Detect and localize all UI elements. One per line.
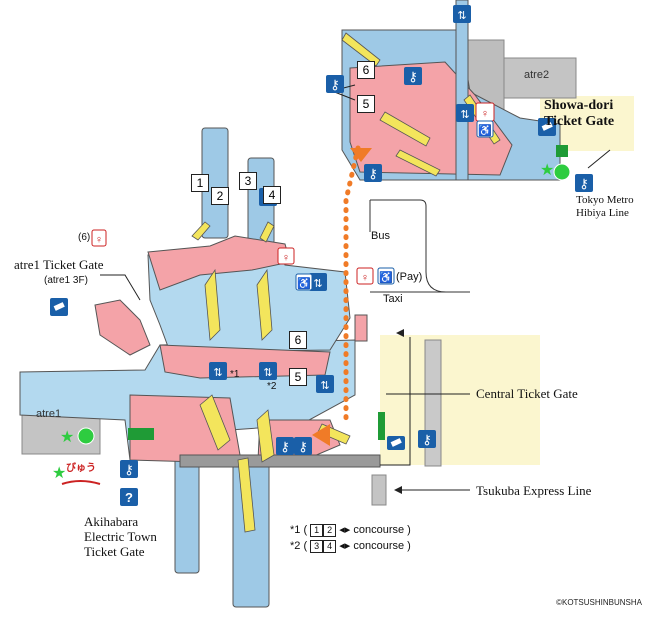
view-logo-underline (61, 480, 101, 485)
svg-text:⇅: ⇅ (313, 278, 322, 290)
platform-lower-left (174, 454, 200, 574)
tokyo-metro-label: Tokyo Metro Hibiya Line (576, 194, 634, 219)
atre2-building (499, 57, 577, 99)
star-icon: ★ ★ ★ (52, 162, 554, 482)
svg-text:⚷: ⚷ (298, 439, 308, 454)
svg-text:♿: ♿ (478, 124, 492, 137)
atre1-pointer (100, 274, 141, 301)
note-marker-2: *2 (267, 381, 277, 392)
platform-number-4: 4 (263, 186, 281, 204)
taxi-label: Taxi (383, 293, 403, 305)
tsukuba-stair (371, 474, 387, 506)
svg-text:⚷: ⚷ (330, 77, 340, 92)
atre1-gate-zone (94, 299, 151, 356)
central-gate-label: Central Ticket Gate (476, 386, 578, 401)
svg-text:⇅: ⇅ (320, 380, 329, 392)
path-arrow-upper (350, 148, 372, 162)
svg-text:⇅: ⇅ (213, 367, 222, 379)
atre1-label: atre1 (36, 408, 62, 420)
platform-number-1: 1 (191, 174, 209, 192)
svg-text:⚷: ⚷ (280, 439, 290, 454)
svg-text:⇅: ⇅ (460, 109, 469, 121)
platform-number-5-main: 5 (289, 368, 307, 386)
pay-label: (Pay) (396, 271, 423, 283)
green-gate-lower (128, 428, 154, 440)
svg-text:⚷: ⚷ (422, 432, 432, 447)
walking-path (343, 145, 361, 421)
green-gate-central (378, 412, 385, 440)
svg-text:⚷: ⚷ (408, 69, 418, 84)
accessible-icon: ♿ ♿ ♿ (295, 120, 494, 291)
electric-town-gate-label: Akihabara Electric Town Ticket Gate (84, 514, 157, 559)
tsukuba-express-label: Tsukuba Express Line (476, 483, 592, 498)
upper-corridor (455, 0, 469, 181)
footnote-2-box-4: 4 (323, 540, 337, 553)
svg-text:♀: ♀ (282, 252, 290, 264)
green-gate-upper (556, 145, 568, 157)
taxi-gate (354, 314, 368, 342)
copyright: ©KOTSUSHINBUNSHA (556, 598, 642, 607)
footnote-2-box-3: 3 (310, 540, 324, 553)
svg-text:♀: ♀ (481, 108, 489, 120)
ticket-pointer (380, 337, 411, 466)
lower-track-band (179, 454, 381, 468)
toilet-icon: ♀ ♀ ♀ ♀ (91, 102, 495, 285)
platform-number-3: 3 (239, 172, 257, 190)
svg-text:♀: ♀ (361, 272, 369, 284)
view-logo: びゅう (66, 463, 96, 474)
svg-text:♿: ♿ (297, 277, 311, 290)
svg-text:★: ★ (52, 465, 66, 482)
svg-text:?: ? (125, 490, 133, 505)
path-arrow-lower (312, 424, 330, 446)
atre1-gate-sublabel: (atre1 3F) (44, 275, 88, 286)
elevator-icon: ⇅ ⇅ ⇅ ⇅ ⇅ ⇅ (209, 5, 474, 393)
ticket-machine-icon (50, 118, 556, 450)
svg-text:⇅: ⇅ (457, 10, 466, 22)
central-gate-zone (380, 335, 540, 465)
bus-label: Bus (371, 230, 390, 242)
toilet-note-6: (6) (78, 232, 91, 243)
svg-text:★: ★ (540, 162, 554, 179)
showa-dori-gate-label: Showa-dori Ticket Gate (544, 98, 615, 130)
information-icon: ? (120, 488, 138, 506)
platform-number-6-upper: 6 (357, 61, 375, 79)
platform-number-5-upper: 5 (357, 95, 375, 113)
atre1-gate-label: atre1 Ticket Gate (14, 257, 104, 272)
svg-text:⚷: ⚷ (368, 166, 378, 181)
atre2-label: atre2 (524, 69, 550, 81)
platform-number-2: 2 (211, 187, 229, 205)
key-locker-icon: ⚷ ⚷ ⚷ ⚷ ⚷ ⚷ ⚷ ⚷ ⚷ (120, 67, 593, 478)
bus-taxi-outline (369, 199, 470, 293)
platform-number-6-main: 6 (289, 331, 307, 349)
svg-text:⇅: ⇅ (263, 367, 272, 379)
upper-pink-zone (349, 61, 513, 176)
svg-text:⚷: ⚷ (579, 176, 589, 191)
svg-text:★: ★ (60, 429, 74, 446)
footnote-1-box-1: 1 (310, 524, 324, 537)
note-marker-1: *1 (230, 369, 240, 380)
svg-text:♿: ♿ (379, 271, 393, 284)
footnote-1-box-2: 2 (323, 524, 337, 537)
svg-text:♀: ♀ (95, 234, 103, 246)
svg-text:⚷: ⚷ (124, 462, 134, 477)
metro-pointer (587, 149, 611, 169)
green-circle-icon (77, 163, 571, 445)
